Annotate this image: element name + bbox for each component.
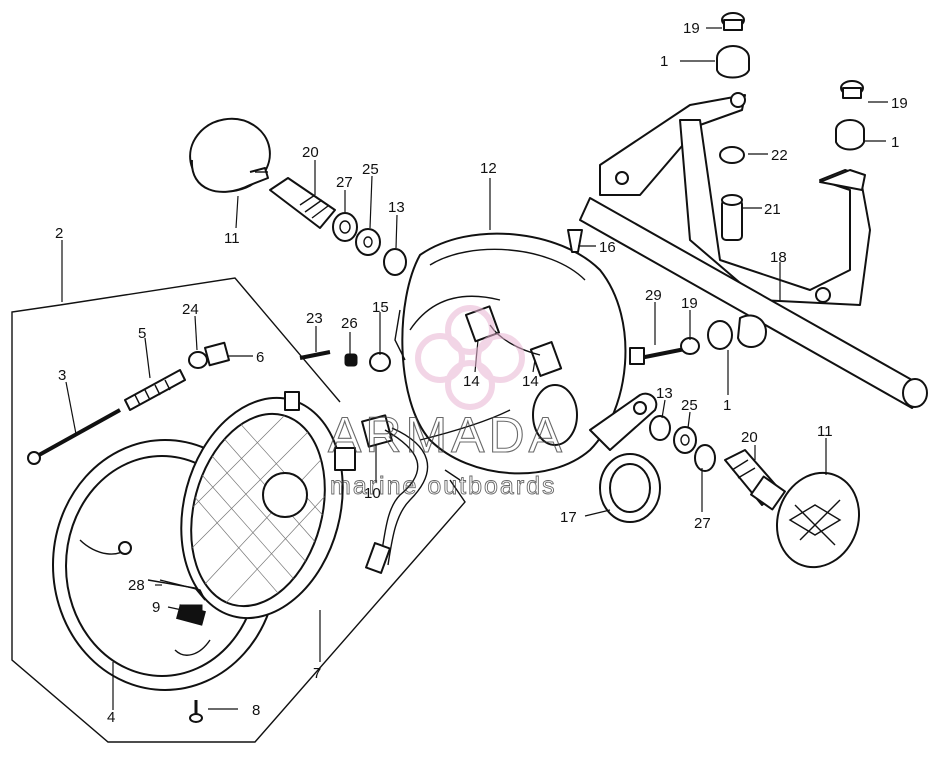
callout-10: 10: [364, 485, 381, 502]
callout-11-right: 11: [817, 423, 833, 440]
headlight-bracket: [579, 92, 928, 409]
callout-13-right: 13: [656, 385, 673, 402]
callout-19-top: 19: [683, 20, 700, 37]
adjuster-9: [179, 604, 203, 618]
callout-29: 29: [645, 287, 662, 304]
callout-4: 4: [107, 709, 115, 726]
leader-lines: [65, 27, 888, 710]
callout-21: 21: [764, 201, 781, 218]
callout-16: 16: [599, 239, 616, 256]
washer-25-right: [673, 426, 697, 454]
nut-6: [204, 341, 230, 367]
sealed-beam-unit: [179, 391, 356, 622]
spring-26: [344, 353, 358, 367]
bulb-socket-wiring: [361, 409, 511, 574]
callout-25-right: 25: [681, 397, 698, 414]
washer-19-top: [721, 12, 745, 31]
collar-13-left: [383, 248, 407, 276]
cushion-1-top: [716, 45, 750, 79]
callout-23: 23: [306, 310, 323, 327]
washer-25-left: [355, 228, 381, 256]
callout-22: 22: [771, 147, 788, 164]
callout-20-left: 20: [302, 144, 319, 161]
screw-23: [299, 350, 331, 360]
collar-21: [721, 194, 743, 241]
cushion-1-mid: [707, 320, 733, 350]
callout-20-right: 20: [741, 429, 758, 446]
headlight-case: [394, 232, 658, 475]
callout-26: 26: [341, 315, 358, 332]
callout-7: 7: [313, 665, 321, 682]
callout-9: 9: [152, 599, 160, 616]
callout-25-left: 25: [362, 161, 379, 178]
bolt-3: [27, 408, 121, 465]
stud-left: [269, 177, 336, 229]
callout-19-mid: 19: [681, 295, 698, 312]
headlight-unit-outline: [11, 240, 466, 743]
watermark-logo-mark: [415, 305, 525, 410]
callout-18: 18: [770, 249, 787, 266]
stud-right: [724, 449, 786, 511]
washer-24: [188, 351, 208, 369]
spacer-collar-27-right: [694, 444, 716, 472]
callout-17: 17: [560, 509, 577, 526]
callout-27-right: 27: [694, 515, 711, 532]
turn-signal-left: [189, 117, 271, 193]
washer-22: [719, 146, 745, 164]
callout-5: 5: [138, 325, 146, 342]
washer-19-right: [840, 80, 864, 99]
turn-signal-right: [775, 471, 861, 569]
callout-14-right: 14: [522, 373, 539, 390]
callout-19-right: 19: [891, 95, 908, 112]
callout-1-right: 1: [891, 134, 899, 151]
watermark-tagline: marine outboards: [330, 472, 557, 500]
callout-28: 28: [128, 577, 145, 594]
callout-11-left: 11: [224, 230, 240, 247]
collar-13-right: [649, 415, 671, 441]
callout-27-left: 27: [336, 174, 353, 191]
spacer-collar-27-left: [332, 212, 358, 242]
watermark: ARMADA marine outboards: [327, 305, 566, 500]
spring-5: [124, 369, 186, 411]
screw-8: [189, 700, 203, 723]
callout-labels: 19 1 19 1 22 21 12 20 27 25 13 11 16 18 …: [55, 20, 908, 726]
callout-3: 3: [58, 367, 66, 384]
washer-19-mid: [680, 337, 700, 355]
callout-1-top: 1: [660, 53, 668, 70]
callout-15: 15: [372, 299, 389, 316]
watermark-brand: ARMADA: [328, 407, 566, 463]
callout-14-left: 14: [463, 373, 480, 390]
callout-8: 8: [252, 702, 260, 719]
callout-13-left: 13: [388, 199, 405, 216]
spring-clip-28: [159, 579, 206, 601]
callout-1-mid: 1: [723, 397, 731, 414]
grommet-15: [369, 352, 391, 372]
grommet-ring: [599, 453, 661, 523]
callout-24: 24: [182, 301, 199, 318]
cushion-1-right: [835, 119, 865, 151]
callout-12: 12: [480, 160, 497, 177]
callout-6: 6: [256, 349, 264, 366]
callout-2: 2: [55, 225, 63, 242]
bolt-29: [629, 346, 691, 365]
